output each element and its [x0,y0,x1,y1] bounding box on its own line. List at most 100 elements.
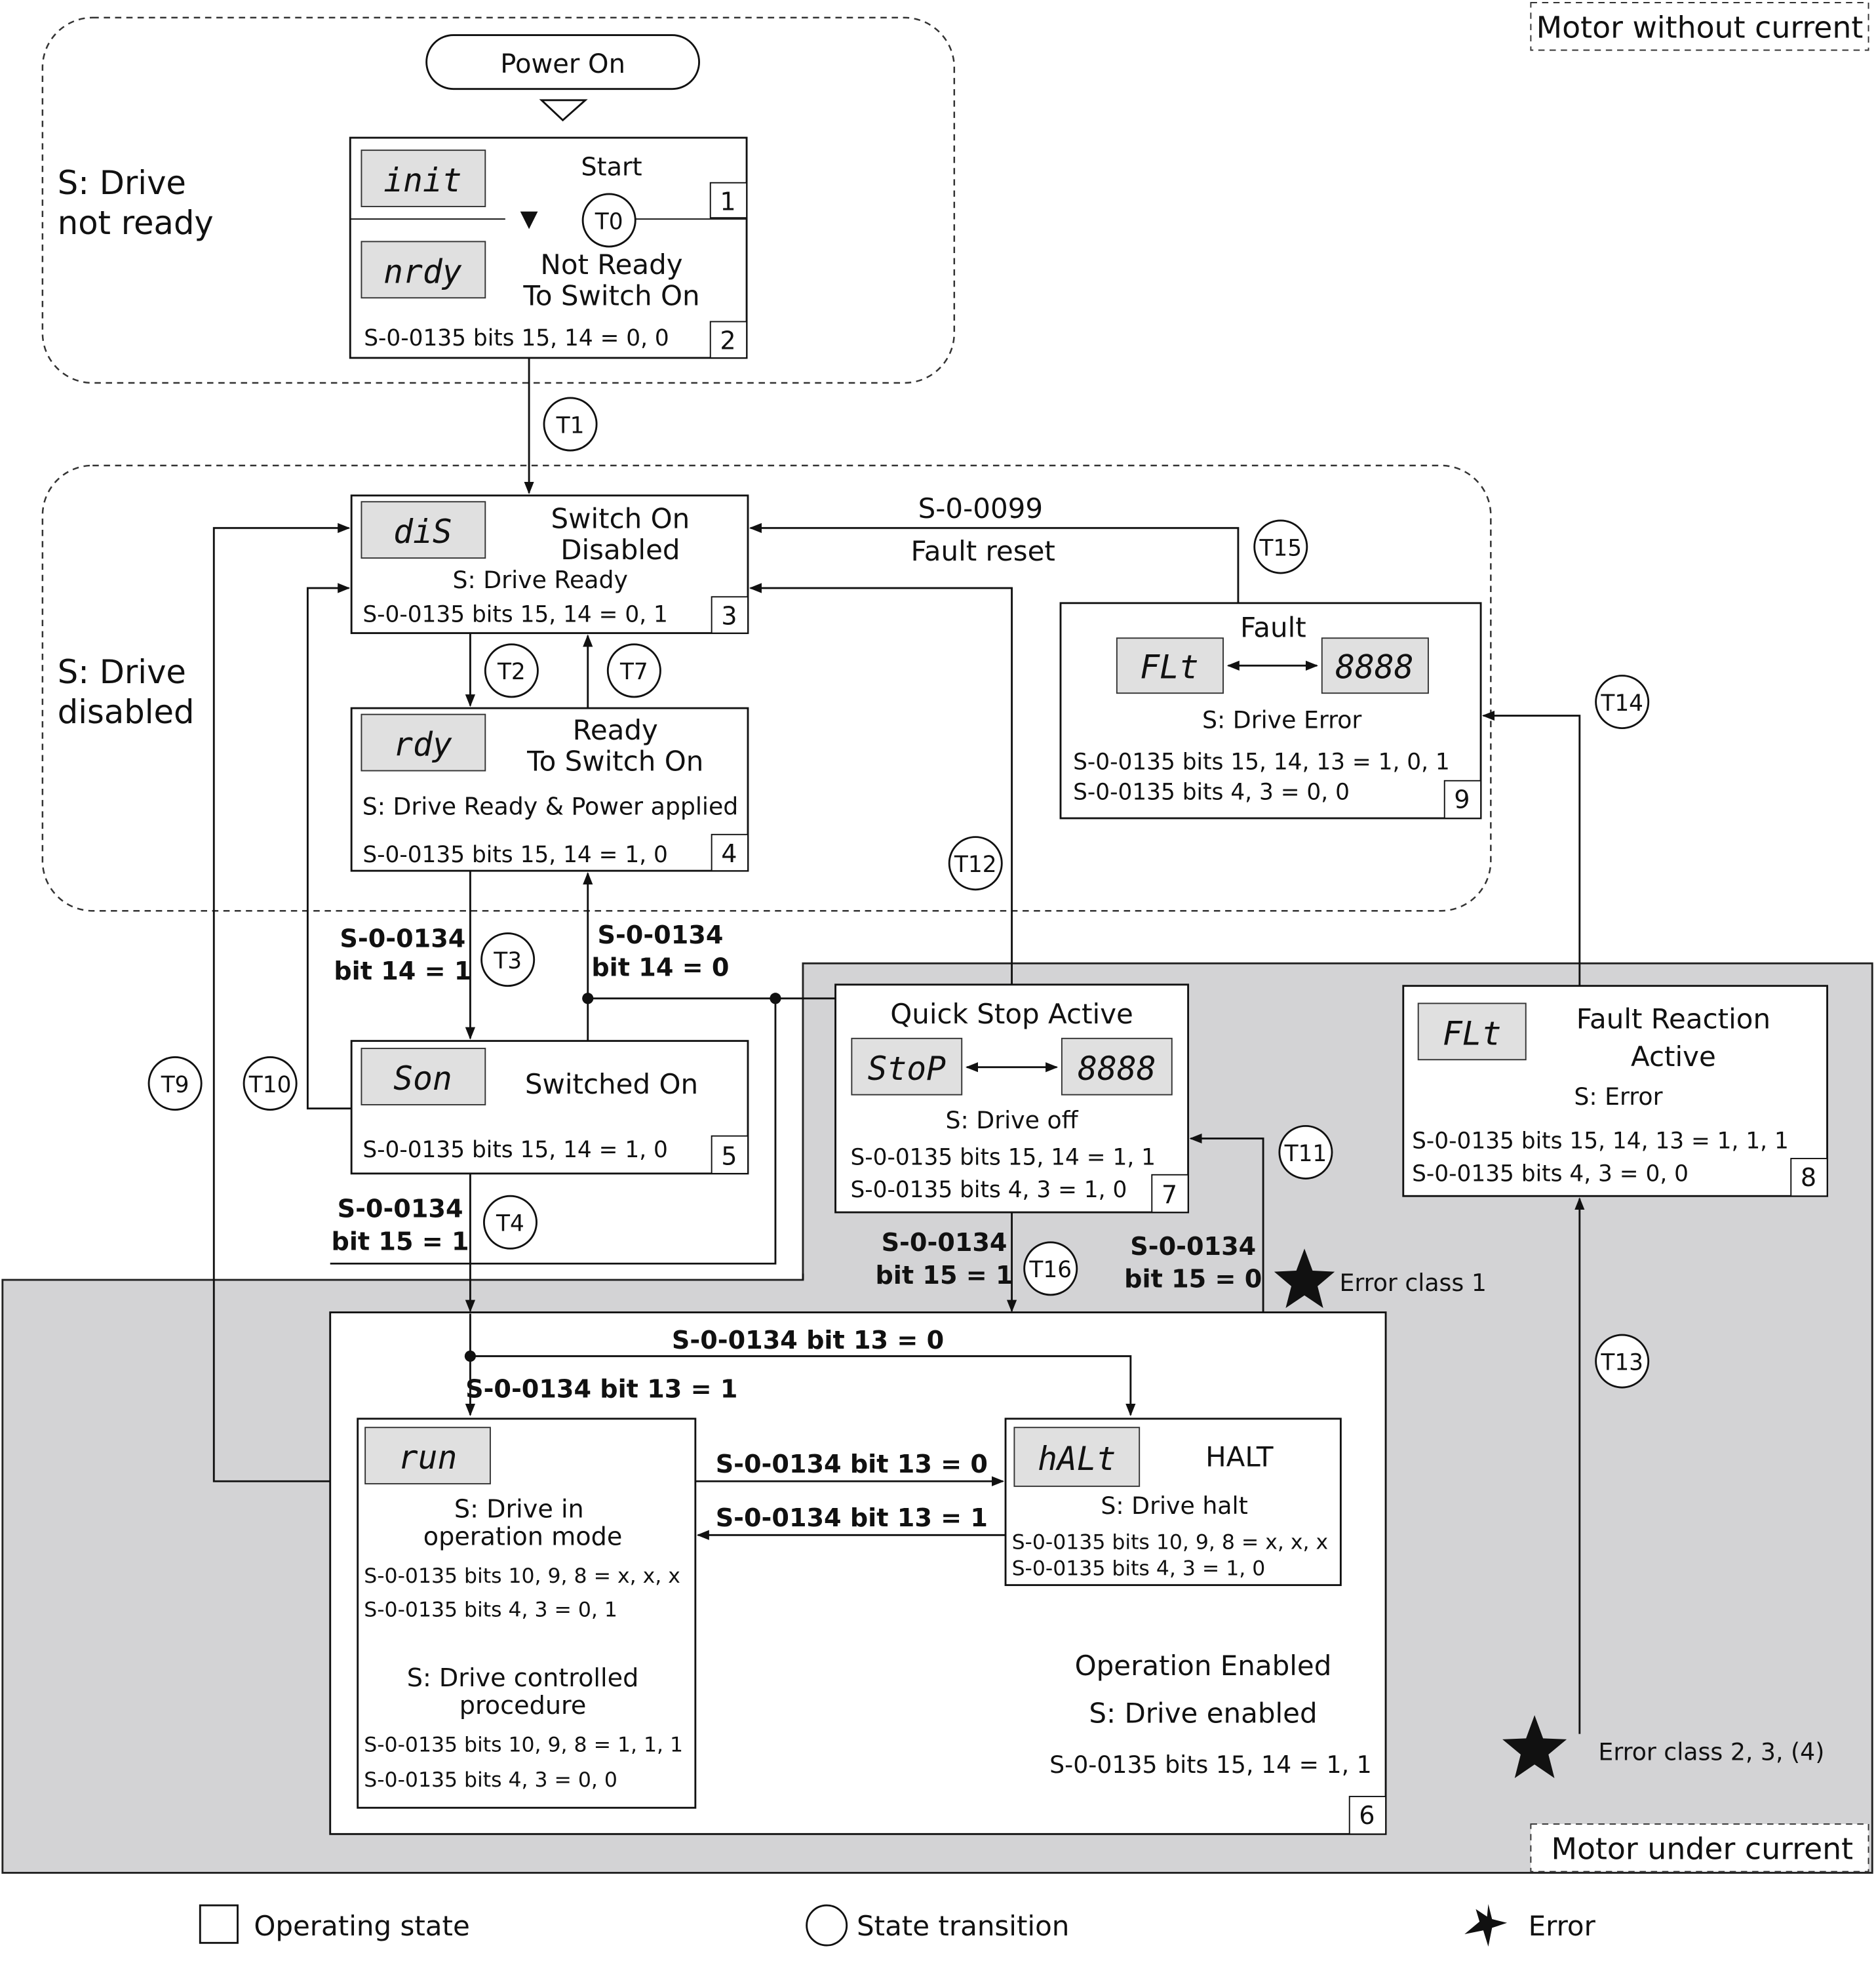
legend-state-transition-icon [806,1904,848,1947]
group-not-ready-label: S: Drive [58,164,186,202]
run-status-1a: S: Drive in [454,1495,584,1524]
state-2-title-2: To Switch On [522,280,699,312]
state-5-number: 5 [721,1142,737,1171]
group-disabled-label-2: disabled [58,693,195,731]
state-8-status: S: Error [1574,1082,1662,1111]
power-on-label: Power On [500,49,625,79]
state-5-bits: S-0-0135 bits 15, 14 = 1, 0 [362,1137,668,1163]
state-1-number: 1 [720,188,735,216]
state-9-display-2 [1321,637,1429,694]
transition-t16-label: T16 [1028,1257,1072,1283]
transition-t1 [543,397,598,452]
run-display-text: run [399,1438,458,1477]
transition-t14 [1595,675,1650,730]
t4-condition-1: S-0-0134 [338,1195,463,1223]
state-7-number-box [1151,1174,1189,1213]
motor-without-current-label: Motor without current [1536,9,1864,45]
legend-operating-state-icon [199,1904,239,1944]
run-bits-1b: S-0-0135 bits 4, 3 = 0, 1 [364,1598,617,1621]
state-4-status: S: Drive Ready & Power applied [362,792,739,820]
transition-t11 [1278,1124,1333,1180]
transition-t7 [606,643,661,698]
run-to-halt-condition: S-0-0134 bit 13 = 0 [716,1450,988,1478]
state-7-display-2 [1061,1037,1173,1096]
t16-condition-2: bit 15 = 1 [875,1261,1013,1290]
group-disabled-label: S: Drive [58,653,186,691]
transition-t12-label: T12 [954,852,997,878]
state-2-bits: S-0-0135 bits 15, 14 = 0, 0 [364,325,669,351]
group-drive-disabled [41,464,1492,912]
transition-t9 [147,1056,203,1111]
state-7-display [851,1037,963,1096]
state-7-title: Quick Stop Active [890,998,1133,1030]
state-1-display-text: init [383,161,461,199]
state-4-number-box [711,833,749,872]
state-1-title: Start [581,152,642,181]
error-class-234-label: Error class 2, 3, (4) [1598,1738,1824,1766]
transition-t14-label: T14 [1600,690,1643,717]
t4-condition-2: bit 15 = 1 [332,1227,469,1256]
t11-condition-2: bit 15 = 0 [1124,1265,1262,1294]
error-class-1-star-icon [1274,1248,1335,1308]
state-6-title: Operation Enabled [1075,1650,1332,1682]
transition-t10-label: T10 [248,1072,292,1098]
state-1-number-box [709,182,748,219]
halt-to-run-condition: S-0-0134 bit 13 = 1 [716,1503,988,1532]
state-3-status: S: Drive Ready [453,566,628,594]
halt-bits-1: S-0-0135 bits 10, 9, 8 = x, x, x [1012,1530,1329,1554]
halt-bits-2: S-0-0135 bits 4, 3 = 1, 0 [1012,1557,1266,1580]
halt-status: S: Drive halt [1101,1492,1247,1520]
state-5-display [361,1048,486,1105]
halt-display-text: hALt [1038,1440,1116,1478]
state-4-number: 4 [721,839,737,868]
motor-under-current-label: Motor under current [1551,1831,1853,1866]
state-7-bits-2: S-0-0135 bits 4, 3 = 1, 0 [850,1177,1127,1203]
transition-t3 [480,932,536,987]
fault-reset-label: Fault reset [911,535,1055,567]
transition-t0-label: T0 [595,208,623,235]
t7-condition-2: bit 14 = 0 [591,953,729,982]
state-4-title-1: Ready [573,714,658,746]
transition-t13-label: T13 [1600,1349,1643,1376]
state-8-display [1417,1002,1527,1061]
transition-t0 [581,193,636,248]
group-drive-not-ready [41,16,956,384]
run-bits-2b: S-0-0135 bits 4, 3 = 0, 0 [364,1768,617,1792]
transition-t2-label: T2 [497,659,526,685]
state-9-bits-1: S-0-0135 bits 15, 14, 13 = 1, 0, 1 [1073,749,1450,776]
transition-t4 [482,1195,537,1250]
legend-error-label: Error [1529,1910,1596,1942]
start-arrow-icon [520,211,538,229]
t7-condition-1: S-0-0134 [597,921,723,949]
halt-display [1013,1427,1141,1487]
transition-t7-label: T7 [619,659,648,685]
state-9-number: 9 [1454,785,1470,814]
run-status-2a: S: Drive controlled [407,1663,639,1692]
state-4-bits: S-0-0135 bits 15, 14 = 1, 0 [362,842,668,868]
state-9-display-2-text: 8888 [1335,648,1413,686]
state-7-number: 7 [1162,1181,1177,1210]
power-on-node [425,34,701,90]
state-8-bits-1: S-0-0135 bits 15, 14, 13 = 1, 1, 1 [1412,1128,1789,1155]
run-status-2b: procedure [459,1691,587,1720]
state-9-display-text: FLt [1140,648,1199,686]
transition-t13 [1595,1334,1650,1389]
t16-condition-1: S-0-0134 [882,1228,1007,1257]
fault-reset-param: S-0-0099 [918,492,1043,525]
state-5-number-box [711,1135,749,1174]
state-9-status: S: Drive Error [1202,706,1361,734]
t11-condition-1: S-0-0134 [1130,1232,1256,1261]
transition-t4-label: T4 [496,1211,524,1237]
state-4-title-2: To Switch On [526,745,703,778]
state-3-display-text: diS [393,513,452,551]
run-bits-2a: S-0-0135 bits 10, 9, 8 = 1, 1, 1 [364,1733,683,1756]
state-1-display [361,149,486,207]
group-not-ready-label-2: not ready [58,204,214,242]
state-9-title: Fault [1240,611,1306,643]
state-2-display [361,241,486,299]
state-2-number: 2 [720,327,735,355]
error-class-234-star-icon [1502,1715,1567,1779]
state-9-number-box [1443,780,1482,819]
state-5-display-text: Son [393,1060,452,1098]
transition-t2 [484,643,539,698]
